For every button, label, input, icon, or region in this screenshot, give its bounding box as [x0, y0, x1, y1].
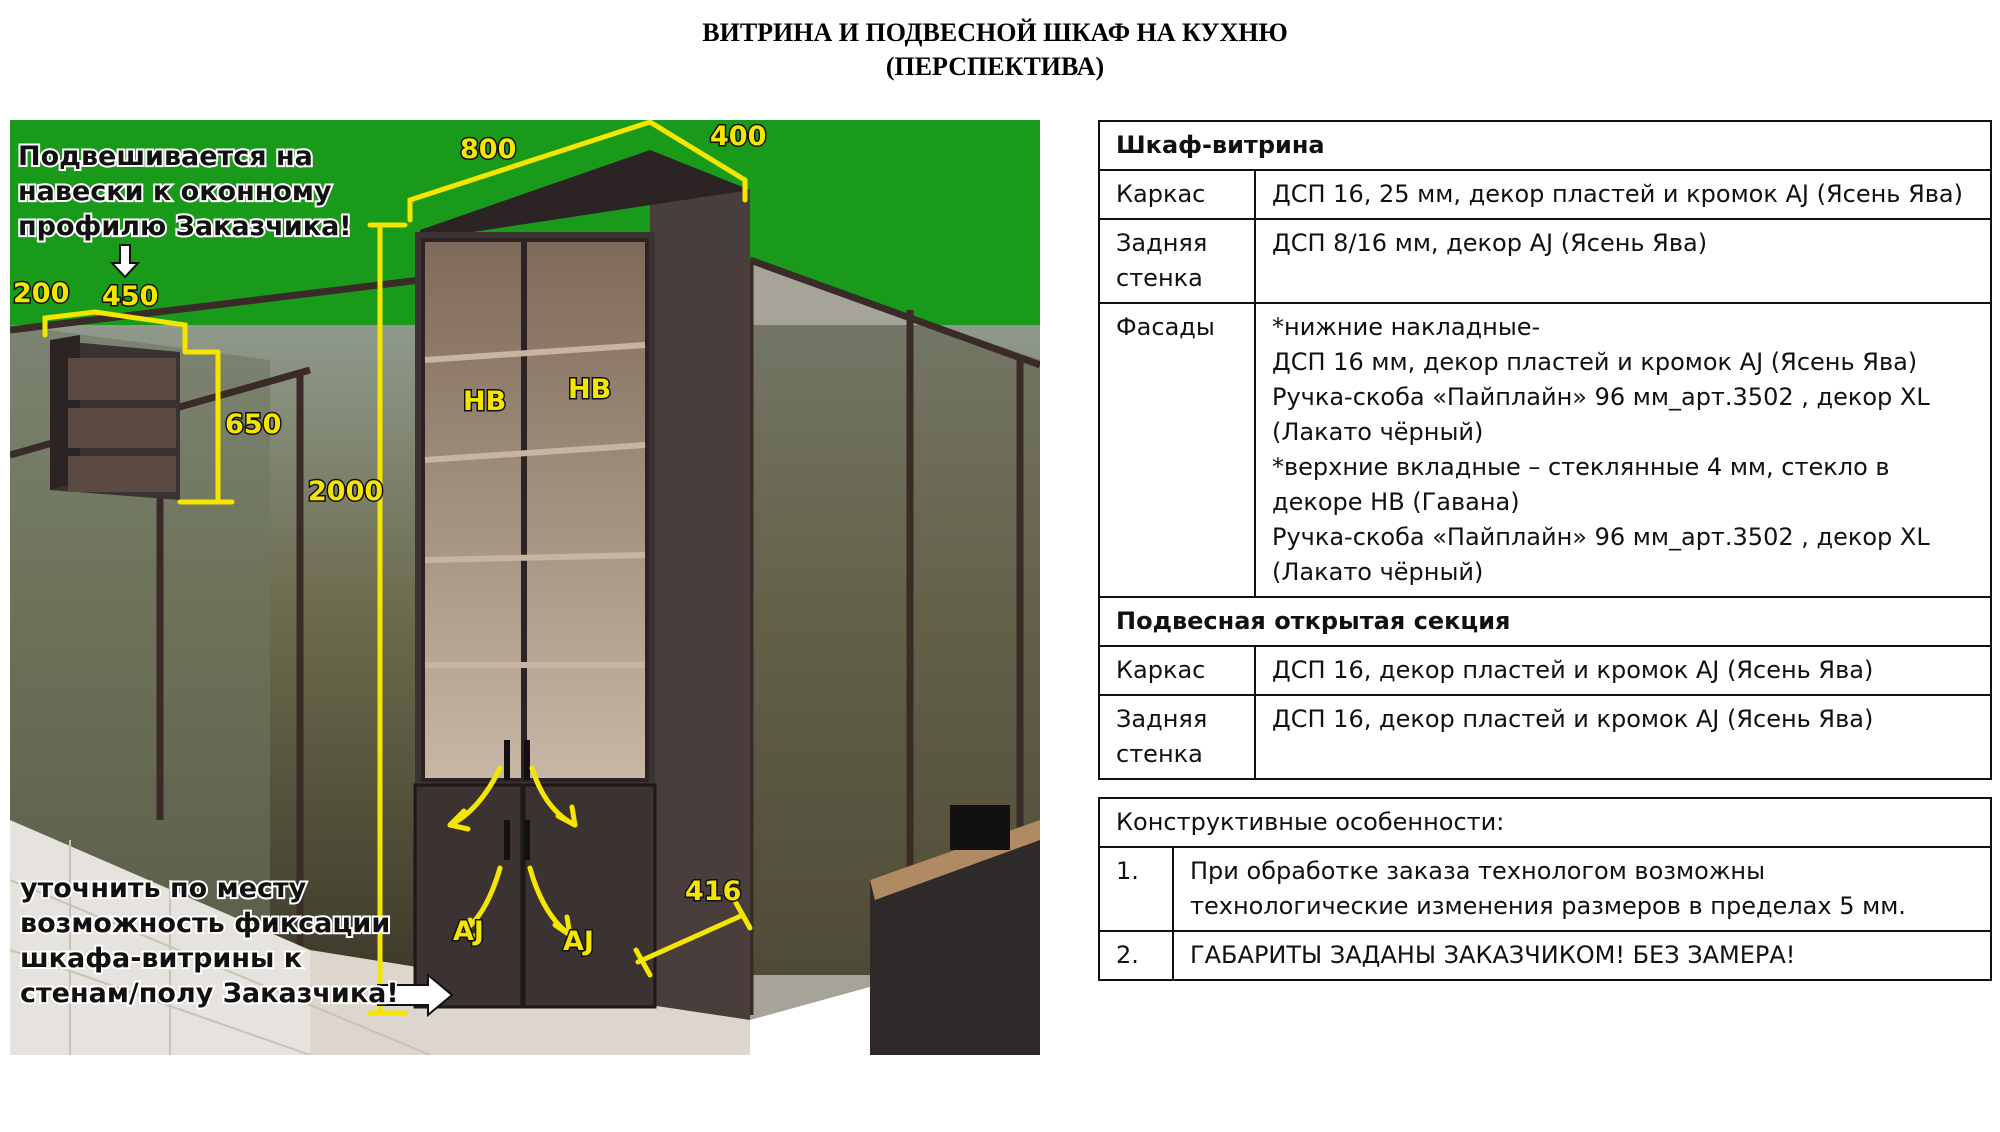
table-row: Задняя стенка ДСП 16, декор пластей и кр… [1098, 694, 1992, 780]
glass-door-right [523, 238, 649, 782]
notes-table: Конструктивные особенности: 1. При обраб… [1098, 797, 1992, 981]
note-hanging-line1: Подвешивается на [18, 141, 313, 172]
row-value: *нижние накладные- ДСП 16 мм, декор плас… [1254, 302, 1992, 598]
row-label: Каркас [1098, 645, 1256, 696]
row-label: Задняя стенка [1098, 694, 1256, 780]
glass-door-left [421, 238, 525, 782]
lower-door-left [413, 783, 524, 1009]
row-label: Задняя стенка [1098, 218, 1256, 304]
facade-label-top-left: НВ [463, 386, 506, 417]
floor [10, 820, 310, 1055]
note-hanging-line2: навески к оконному [18, 176, 332, 207]
note-text: При обработке заказа технологом возможны… [1172, 846, 1992, 932]
row-label: Каркас [1098, 169, 1256, 220]
dim-cab-width: 800 [460, 134, 516, 165]
dim-wall-depth: 200 [13, 278, 69, 309]
spec-table: Шкаф-витрина Каркас ДСП 16, 25 мм, декор… [1098, 120, 1992, 780]
note-number: 1. [1098, 846, 1174, 932]
facade-label-top-right: НВ [568, 374, 611, 405]
section-wall-unit: Подвесная открытая секция [1098, 596, 1992, 647]
note-fix-line4: стенам/полу Заказчика! [20, 978, 399, 1009]
row-value: ДСП 16, 25 мм, декор пластей и кромок AJ… [1254, 169, 1992, 220]
facade-label-bottom-right: AJ [563, 926, 594, 957]
note-fix-line2: возможность фиксации [20, 908, 390, 939]
table-row: 1. При обработке заказа технологом возмо… [1098, 846, 1992, 932]
perspective-drawing: Подвешивается на навески к оконному проф… [10, 120, 1040, 1055]
wall-shelf [50, 335, 180, 500]
spec-section-header: Шкаф-витрина [1098, 120, 1992, 171]
row-value: ДСП 16, декор пластей и кромок AJ (Ясень… [1254, 645, 1992, 696]
page-subtitle: (ПЕРСПЕКТИВА) [885, 52, 1105, 81]
dim-cab-depth: 400 [710, 121, 766, 152]
dim-wall-width: 450 [102, 281, 158, 312]
note-hanging-line3: профилю Заказчика! [18, 211, 352, 242]
page-title: ВИТРИНА И ПОДВЕСНОЙ ШКАФ НА КУХНЮ [702, 18, 1288, 47]
note-number: 2. [1098, 930, 1174, 981]
facade-label-bottom-left: AJ [453, 916, 484, 947]
table-row: Каркас ДСП 16, декор пластей и кромок AJ… [1098, 645, 1992, 696]
row-label: Фасады [1098, 302, 1256, 598]
note-fix-line3: шкафа-витрины к [20, 943, 302, 974]
note-text: ГАБАРИТЫ ЗАДАНЫ ЗАКАЗЧИКОМ! БЕЗ ЗАМЕРА! [1172, 930, 1992, 981]
lower-door-right [522, 783, 657, 1009]
cabinet-side [650, 150, 750, 1020]
table-row: Задняя стенка ДСП 8/16 мм, декор AJ (Ясе… [1098, 218, 1992, 304]
note-fix-line1: уточнить по месту [20, 873, 307, 904]
section-showcase: Шкаф-витрина [1098, 120, 1992, 171]
table-row: 2. ГАБАРИТЫ ЗАДАНЫ ЗАКАЗЧИКОМ! БЕЗ ЗАМЕР… [1098, 930, 1992, 981]
row-value: ДСП 16, декор пластей и кромок AJ (Ясень… [1254, 694, 1992, 780]
table-row: Каркас ДСП 16, 25 мм, декор пластей и кр… [1098, 169, 1992, 220]
table-row: Фасады *нижние накладные- ДСП 16 мм, дек… [1098, 302, 1992, 598]
dim-cab-height: 2000 [308, 476, 383, 507]
dim-wall-height: 650 [225, 409, 281, 440]
spec-section-header: Подвесная открытая секция [1098, 596, 1992, 647]
dim-base-depth: 416 [685, 876, 741, 907]
notes-heading: Конструктивные особенности: [1098, 797, 1992, 848]
notes-header-row: Конструктивные особенности: [1098, 797, 1992, 848]
row-value: ДСП 8/16 мм, декор AJ (Ясень Ява) [1254, 218, 1992, 304]
